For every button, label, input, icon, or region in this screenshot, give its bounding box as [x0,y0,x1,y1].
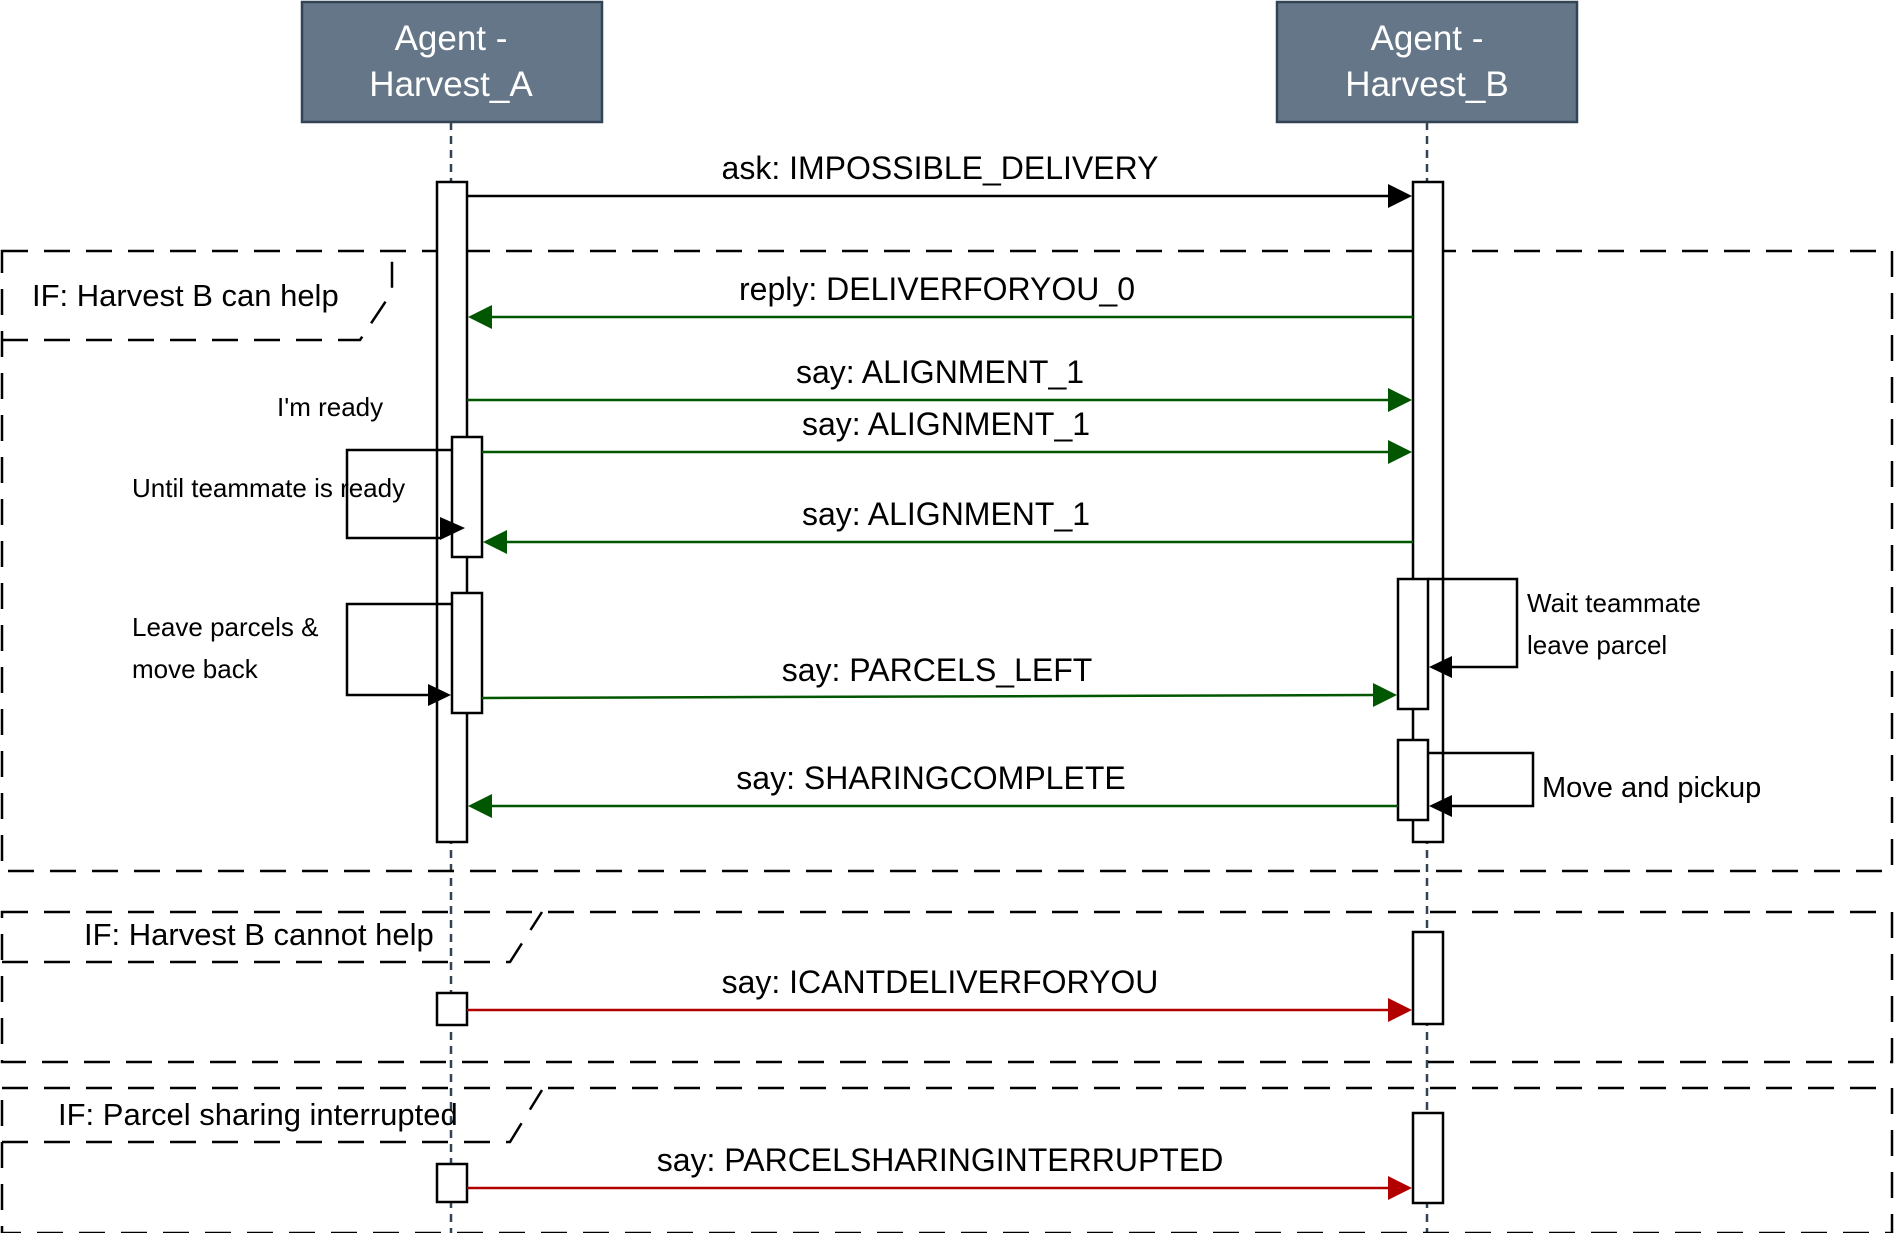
note-ready: I'm ready [277,392,383,422]
message-reply: reply: DELIVERFORYOU_0 [468,271,1413,329]
message-cant-deliver-label: say: ICANTDELIVERFORYOU [722,964,1159,1000]
message-parcels-left-label: say: PARCELS_LEFT [782,652,1093,688]
activation-a-leave [450,591,484,715]
frame-help-label: IF: Harvest B can help [32,278,339,313]
note-leave-2: move back [132,654,259,684]
actor-a-line1: Agent - [395,19,508,58]
message-align-1: say: ALIGNMENT_1 [467,354,1412,412]
message-align-1-label: say: ALIGNMENT_1 [796,354,1084,390]
actor-b-line1: Agent - [1371,19,1484,58]
message-align-2-label: say: ALIGNMENT_1 [802,406,1090,442]
message-interrupted-label: say: PARCELSHARINGINTERRUPTED [657,1142,1224,1178]
actor-a-line2: Harvest_A [369,65,533,104]
activation-a-interrupted [435,1162,469,1204]
activation-a-wait [450,435,484,559]
self-loop-b-wait [1428,577,1519,678]
message-sharing-complete-label: say: SHARINGCOMPLETE [736,760,1125,796]
note-until: Until teammate is ready [132,473,405,503]
message-parcels-left: say: PARCELS_LEFT [481,652,1397,707]
self-loop-a-until [345,448,465,540]
frame-interrupted-label: IF: Parcel sharing interrupted [58,1097,458,1132]
message-sharing-complete: say: SHARINGCOMPLETE [468,760,1398,818]
note-wait-1: Wait teammate [1527,588,1701,618]
self-loop-a-leave [345,602,452,706]
message-cant-deliver: say: ICANTDELIVERFORYOU [467,964,1412,1022]
message-reply-label: reply: DELIVERFORYOU_0 [739,271,1135,307]
message-align-2: say: ALIGNMENT_1 [482,406,1412,464]
activation-b-interrupted [1411,1111,1445,1205]
self-loop-b-move [1428,751,1535,817]
note-leave-1: Leave parcels & [132,612,318,642]
message-interrupted: say: PARCELSHARINGINTERRUPTED [467,1142,1412,1200]
actor-b-line2: Harvest_B [1345,65,1508,104]
message-ask-label: ask: IMPOSSIBLE_DELIVERY [722,150,1159,186]
activation-b-main [1411,180,1445,844]
activation-b-cannot [1411,930,1445,1026]
message-align-3: say: ALIGNMENT_1 [483,496,1413,554]
note-wait-2: leave parcel [1527,630,1667,660]
note-move: Move and pickup [1542,772,1761,804]
activation-b-move [1396,738,1430,822]
actor-harvest-a: Agent - Harvest_A [300,0,604,124]
actor-harvest-b: Agent - Harvest_B [1275,0,1579,124]
message-align-3-label: say: ALIGNMENT_1 [802,496,1090,532]
frame-cannot-label: IF: Harvest B cannot help [84,917,434,952]
message-ask: ask: IMPOSSIBLE_DELIVERY [467,150,1412,208]
activation-b-wait [1396,577,1430,711]
activation-a-cannot [435,991,469,1027]
frame-help: IF: Harvest B can help [0,249,1894,873]
frame-interrupted: IF: Parcel sharing interrupted [0,1086,1894,1233]
frame-cannot: IF: Harvest B cannot help [0,910,1894,1064]
